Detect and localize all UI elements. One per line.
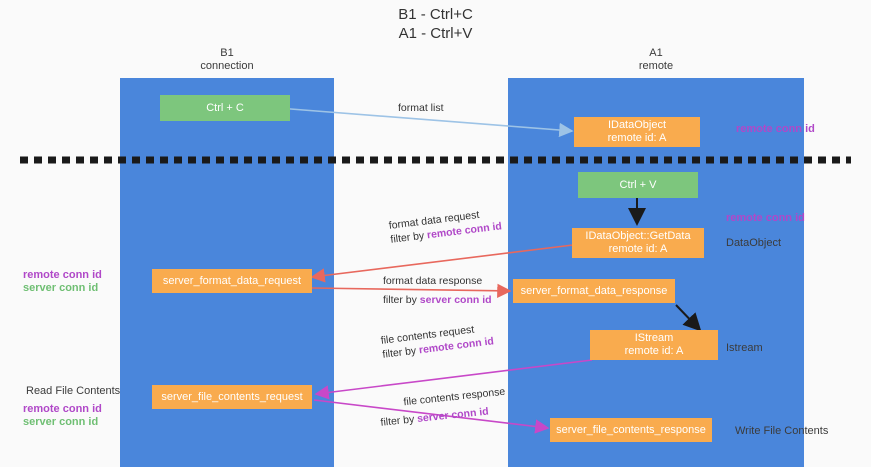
label-write-file-contents: Write File Contents (735, 425, 829, 437)
label-remote-conn-id-top: remote conn id (736, 123, 815, 135)
label-read-file-contents: Read File Contents (26, 385, 121, 397)
node-idataobject[interactable]: IDataObject remote id: A (574, 117, 700, 147)
node-server-format-data-response[interactable]: server_format_data_response (513, 279, 675, 303)
label-left-remote-conn-id-2: remote conn id (23, 403, 102, 415)
label-left-server-conn-id: server conn id (23, 282, 99, 294)
filter-by-text: filter by (389, 229, 425, 246)
edge-label-file-contents-request: file contents request filter by remote c… (380, 320, 495, 361)
filter-by-text-2: filter by (383, 294, 417, 306)
label-left-server-conn-id-2: server conn id (23, 416, 99, 428)
edge-label-format-data-response-line1: format data response (383, 275, 483, 287)
page-title: B1 - Ctrl+C A1 - Ctrl+V (398, 6, 473, 42)
edge-label-format-list-line1: format list (398, 102, 444, 114)
lane-heading-a1: A1 remote (638, 47, 674, 72)
label-istream: Istream (726, 342, 763, 354)
label-dataobject: DataObject (726, 237, 782, 249)
filter-key-server-conn-id-2: server conn id (416, 405, 490, 425)
edge-label-file-contents-response: file contents response filter by server … (378, 385, 508, 430)
label-left-remote-conn-id: remote conn id (23, 269, 102, 281)
node-ctrl-v[interactable]: Ctrl + V (578, 172, 698, 198)
edge-label-file-contents-response-line2: filter by server conn id (380, 403, 508, 430)
lane-heading-b1: B1 connection (200, 47, 254, 72)
node-idataobject-getdata[interactable]: IDataObject::GetData remote id: A (572, 228, 704, 258)
label-remote-conn-id-mid: remote conn id (726, 212, 805, 224)
edge-label-format-data-response-line2: filter by server conn id (383, 293, 492, 307)
node-server-file-contents-response[interactable]: server_file_contents_response (550, 418, 712, 442)
edge-label-format-data-response: format data response filter by server co… (383, 274, 492, 307)
node-istream[interactable]: IStream remote id: A (590, 330, 718, 360)
filter-by-text-3: filter by (381, 344, 417, 361)
node-ctrl-c[interactable]: Ctrl + C (160, 95, 290, 121)
node-server-file-contents-request[interactable]: server_file_contents_request (152, 385, 312, 409)
edge-label-format-list: format list (398, 101, 444, 115)
filter-by-text-4: filter by (379, 413, 415, 429)
edge-label-format-data-request: format data request filter by remote con… (388, 205, 503, 246)
node-server-format-data-request[interactable]: server_format_data_request (152, 269, 312, 293)
filter-key-server-conn-id: server conn id (419, 294, 492, 306)
